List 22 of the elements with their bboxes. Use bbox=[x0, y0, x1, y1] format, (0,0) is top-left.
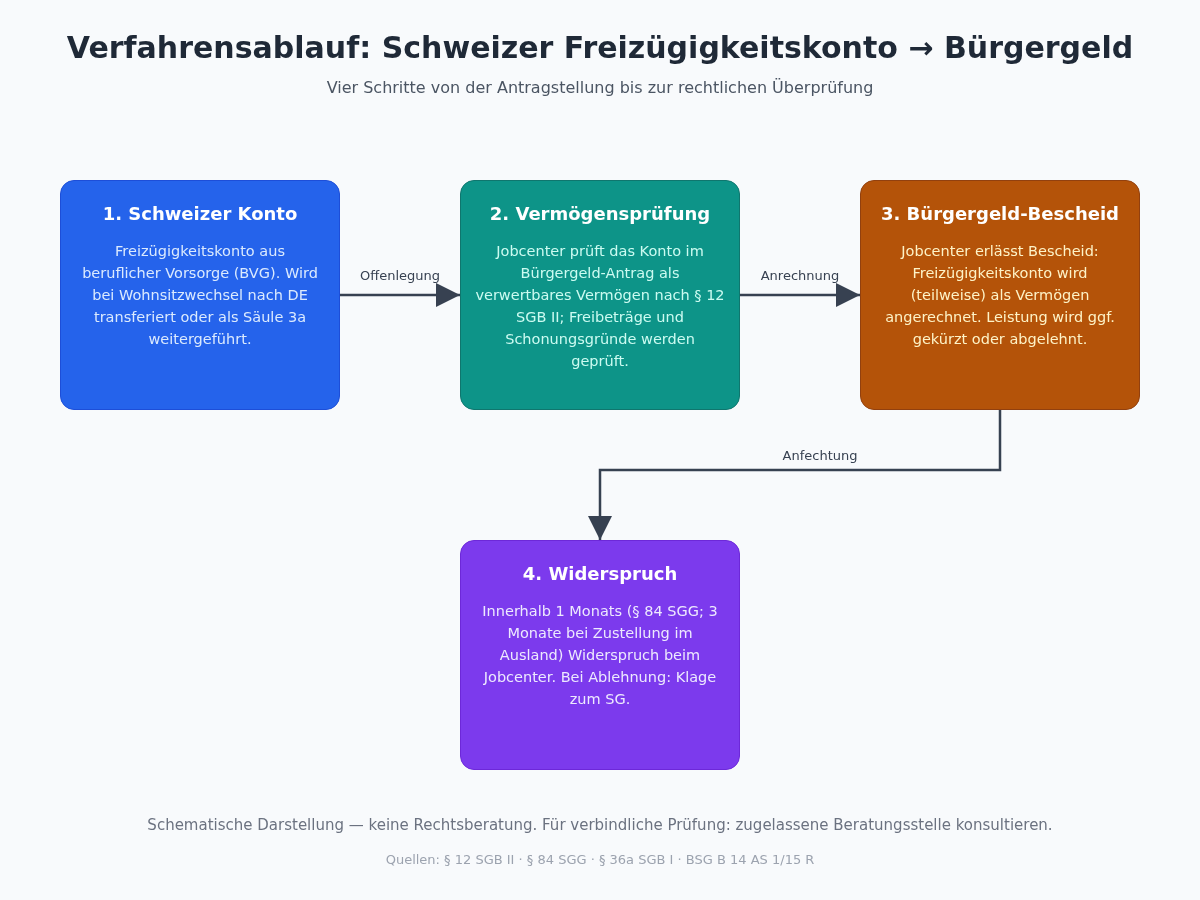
step-heading: 2. Vermögensprüfung bbox=[489, 203, 711, 224]
step-box bbox=[460, 540, 740, 770]
step-description: Innerhalb 1 Monats (§ 84 SGG; 3 Monate bei Zustellung im Ausland) Widerspruch beim Jobcenter. Bei Ablehnung: Klage zum SG. bbox=[481, 602, 719, 709]
step-heading: 1. Schweizer Konto bbox=[102, 203, 298, 224]
step-box bbox=[860, 180, 1140, 410]
step-box bbox=[60, 180, 340, 410]
arrow bbox=[340, 283, 460, 307]
diagram-title: Verfahrensablauf: Schweizer Freizügigkeitskonto → Bürgergeld bbox=[65, 30, 1135, 65]
edge-label: Anfechtung bbox=[780, 448, 860, 463]
arrow bbox=[740, 283, 860, 307]
step-description: Freizügigkeitskonto aus beruflicher Vorsorge (BVG). Wird bei Wohnsitzwechsel nach DE transferiert oder als Säule 3a weitergeführt. bbox=[81, 242, 319, 349]
step-heading: 3. Bürgergeld-Bescheid bbox=[881, 203, 1119, 224]
step-box bbox=[460, 180, 740, 410]
edge-label: Anrechnung bbox=[758, 268, 842, 283]
edge-label: Offenlegung bbox=[358, 268, 442, 283]
step-heading: 4. Widerspruch bbox=[522, 563, 678, 584]
step-description: Jobcenter erlässt Bescheid: Freizügigkeitskonto wird (teilweise) als Vermögen angerechnet. Leistung wird ggf. gekürzt oder abgelehnt. bbox=[884, 242, 1116, 349]
arrow bbox=[588, 410, 1002, 540]
sources-note: Quellen: § 12 SGB II · § 84 SGG · § 36a SGB I · BSG B 14 AS 1/15 R bbox=[385, 852, 815, 867]
step-description: Jobcenter prüft das Konto im Bürgergeld-Antrag als verwertbares Vermögen nach § 12 SGB II; Freibeträge und Schonungsgründe werden geprüft. bbox=[475, 242, 725, 371]
subtitle: Vier Schritte von der Antragstellung bis zur rechtlichen Überprüfung bbox=[326, 78, 874, 97]
disclaimer-note: Schematische Darstellung — keine Rechtsberatung. Für verbindliche Prüfung: zugelassene Beratungsstelle konsultieren. bbox=[147, 816, 1053, 834]
